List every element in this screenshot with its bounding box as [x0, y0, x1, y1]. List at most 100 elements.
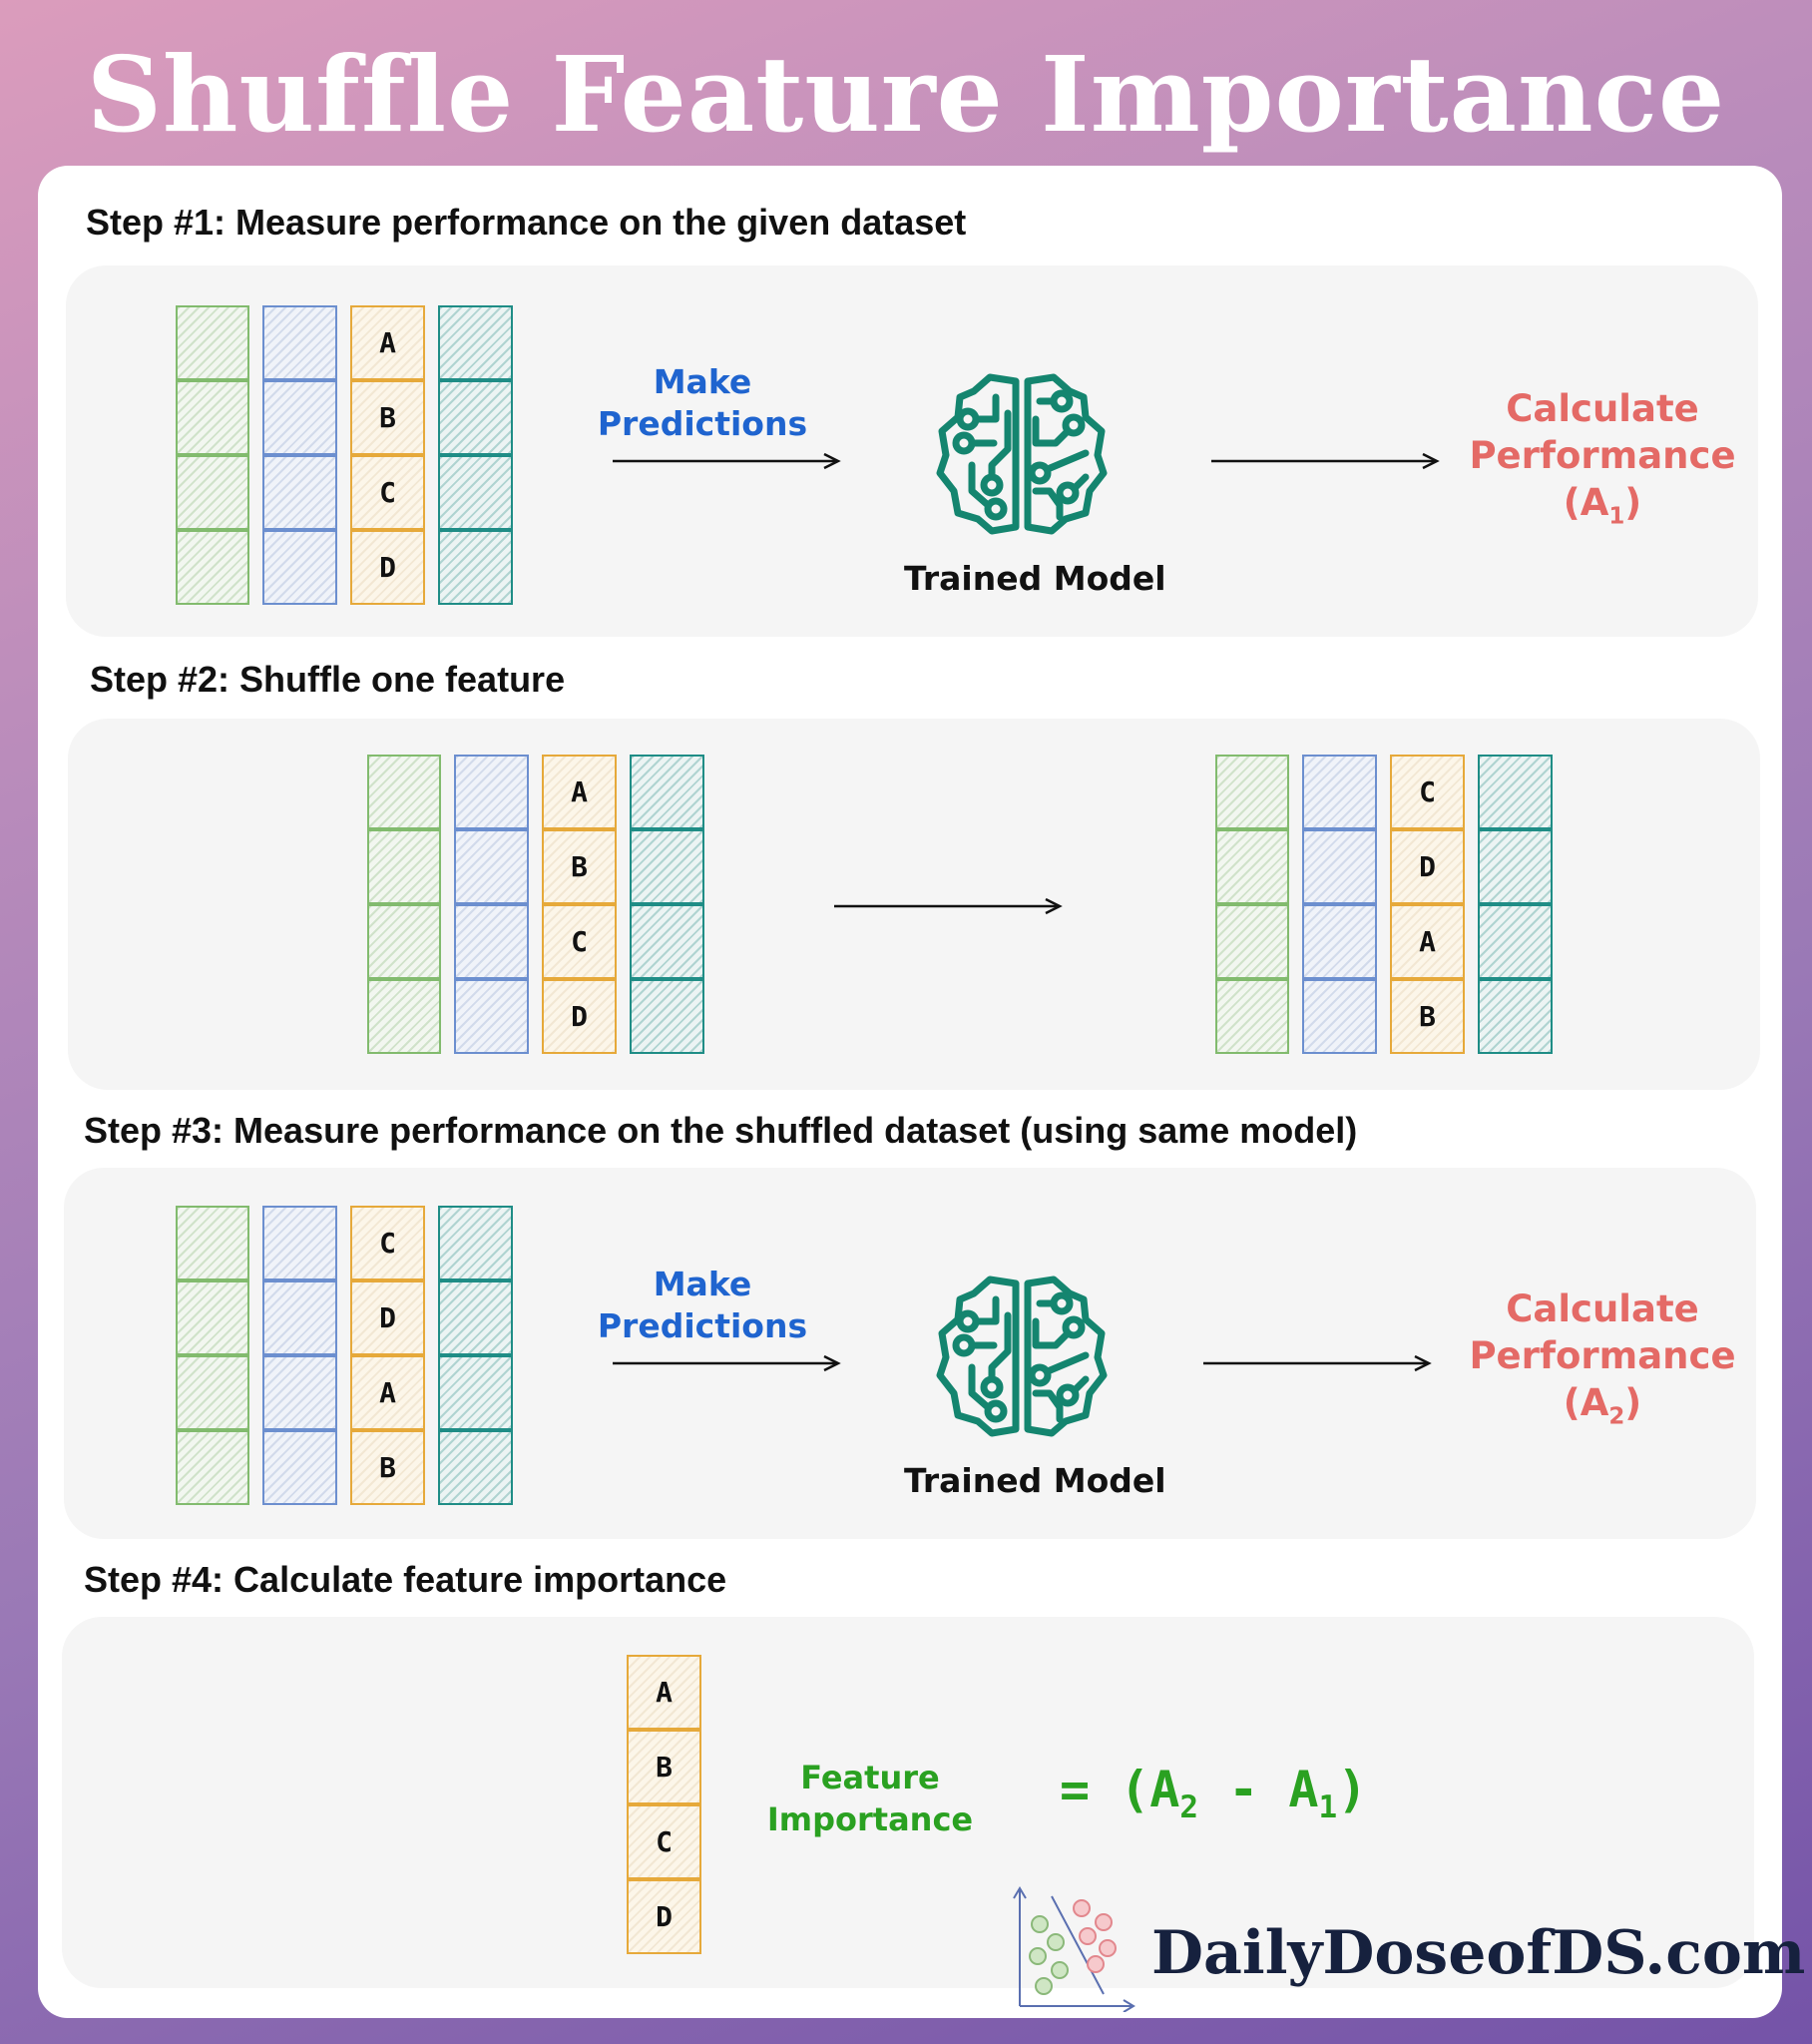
feature-cell: D	[350, 1280, 425, 1355]
step-2-title: Step #2: Shuffle one feature	[90, 659, 566, 700]
arrow-icon	[834, 897, 1063, 915]
table-cell	[262, 1355, 337, 1430]
feature-cell: C	[542, 904, 617, 979]
make-predictions-label: Make Predictions	[593, 361, 812, 445]
arrow-icon	[613, 1354, 841, 1372]
feature-cell: D	[542, 979, 617, 1054]
table-cell	[367, 755, 441, 829]
feature-cell: C	[350, 1206, 425, 1280]
table-cell	[1215, 829, 1289, 904]
subscript: 2	[1608, 1403, 1625, 1430]
table-cell	[438, 455, 513, 530]
table-cell	[1478, 904, 1553, 979]
logo-text: DailyDoseofDS.com	[1151, 1918, 1806, 1988]
table-cell	[262, 1280, 337, 1355]
table-cell	[262, 305, 337, 380]
feature-cell: B	[350, 1430, 425, 1505]
formula-part: - A	[1198, 1761, 1319, 1818]
feature-cell: B	[350, 380, 425, 455]
table-cell	[1215, 979, 1289, 1054]
label-line: Predictions	[597, 1306, 808, 1345]
step-1-title: Step #1: Measure performance on the give…	[86, 202, 967, 243]
table-cell	[630, 904, 704, 979]
brain-circuit-icon	[936, 373, 1108, 535]
calculate-performance-label: Calculate Performance (A1)	[1463, 385, 1742, 540]
page-title: Shuffle Feature Importance	[86, 33, 1726, 156]
table-cell	[438, 305, 513, 380]
table-cell	[630, 755, 704, 829]
formula-part: )	[1624, 1381, 1642, 1424]
feature-cell: D	[1390, 829, 1465, 904]
table-cell	[454, 979, 529, 1054]
performance-value: (A1)	[1463, 479, 1742, 540]
formula-part: = (A	[1060, 1761, 1180, 1818]
feature-column: A B C D	[627, 1655, 701, 1954]
label-line: Make	[653, 1265, 752, 1303]
table-cell	[1215, 904, 1289, 979]
table-cell	[1302, 755, 1377, 829]
table-cell	[262, 380, 337, 455]
formula-part: )	[1624, 481, 1642, 524]
performance-value: (A2)	[1463, 1379, 1742, 1440]
label-line: Calculate	[1506, 1287, 1699, 1330]
feature-importance-label: Feature Importance	[750, 1757, 990, 1840]
feature-cell: D	[627, 1879, 701, 1954]
feature-cell: C	[350, 455, 425, 530]
table-cell	[176, 1280, 249, 1355]
formula-part: (A	[1563, 481, 1609, 524]
table-cell	[454, 829, 529, 904]
table-cell	[438, 1280, 513, 1355]
subscript: 1	[1608, 503, 1625, 530]
subscript: 2	[1179, 1789, 1199, 1825]
table-cell	[438, 530, 513, 605]
table-cell	[438, 1355, 513, 1430]
label-line: Feature	[800, 1759, 940, 1796]
feature-cell: C	[1390, 755, 1465, 829]
table-cell	[176, 1206, 249, 1280]
table-cell	[176, 380, 249, 455]
feature-cell: B	[1390, 979, 1465, 1054]
shuffled-dataset-table: C D A B	[176, 1206, 513, 1505]
feature-cell: C	[627, 1804, 701, 1879]
arrow-icon	[1203, 1354, 1432, 1372]
feature-cell: B	[627, 1730, 701, 1804]
feature-cell: A	[1390, 904, 1465, 979]
table-cell	[262, 455, 337, 530]
feature-cell: D	[350, 530, 425, 605]
importance-formula: = (A2 - A1)	[1060, 1761, 1367, 1825]
subscript: 1	[1318, 1789, 1338, 1825]
table-cell	[630, 829, 704, 904]
step-3-title: Step #3: Measure performance on the shuf…	[84, 1110, 1358, 1151]
table-cell	[262, 530, 337, 605]
feature-cell: A	[350, 1355, 425, 1430]
table-cell	[262, 1430, 337, 1505]
step-4-panel: A B C D Feature Importance = (A2 - A1)	[62, 1617, 1754, 1988]
step-1-panel: A B C D Make Predictions	[66, 265, 1758, 637]
label-line: Performance	[1469, 1334, 1736, 1377]
table-cell	[454, 904, 529, 979]
label-line: Calculate	[1506, 387, 1699, 430]
table-cell	[1302, 979, 1377, 1054]
table-cell	[438, 1430, 513, 1505]
feature-cell: B	[542, 829, 617, 904]
table-cell	[176, 530, 249, 605]
table-cell	[262, 1206, 337, 1280]
table-cell	[367, 904, 441, 979]
table-cell	[1478, 755, 1553, 829]
trained-model-label: Trained Model	[904, 1461, 1166, 1500]
table-cell	[1302, 904, 1377, 979]
logo-scatter-icon	[1013, 1886, 1135, 2012]
table-cell	[438, 380, 513, 455]
feature-cell: A	[627, 1655, 701, 1730]
dataset-table: A B C D	[176, 305, 513, 605]
arrow-icon	[613, 452, 841, 470]
table-cell	[454, 755, 529, 829]
table-cell	[1215, 755, 1289, 829]
table-cell	[1478, 979, 1553, 1054]
table-cell	[367, 829, 441, 904]
table-cell	[176, 305, 249, 380]
feature-cell: A	[350, 305, 425, 380]
table-cell	[176, 1355, 249, 1430]
formula-part: )	[1337, 1761, 1368, 1818]
arrow-icon	[1211, 452, 1440, 470]
